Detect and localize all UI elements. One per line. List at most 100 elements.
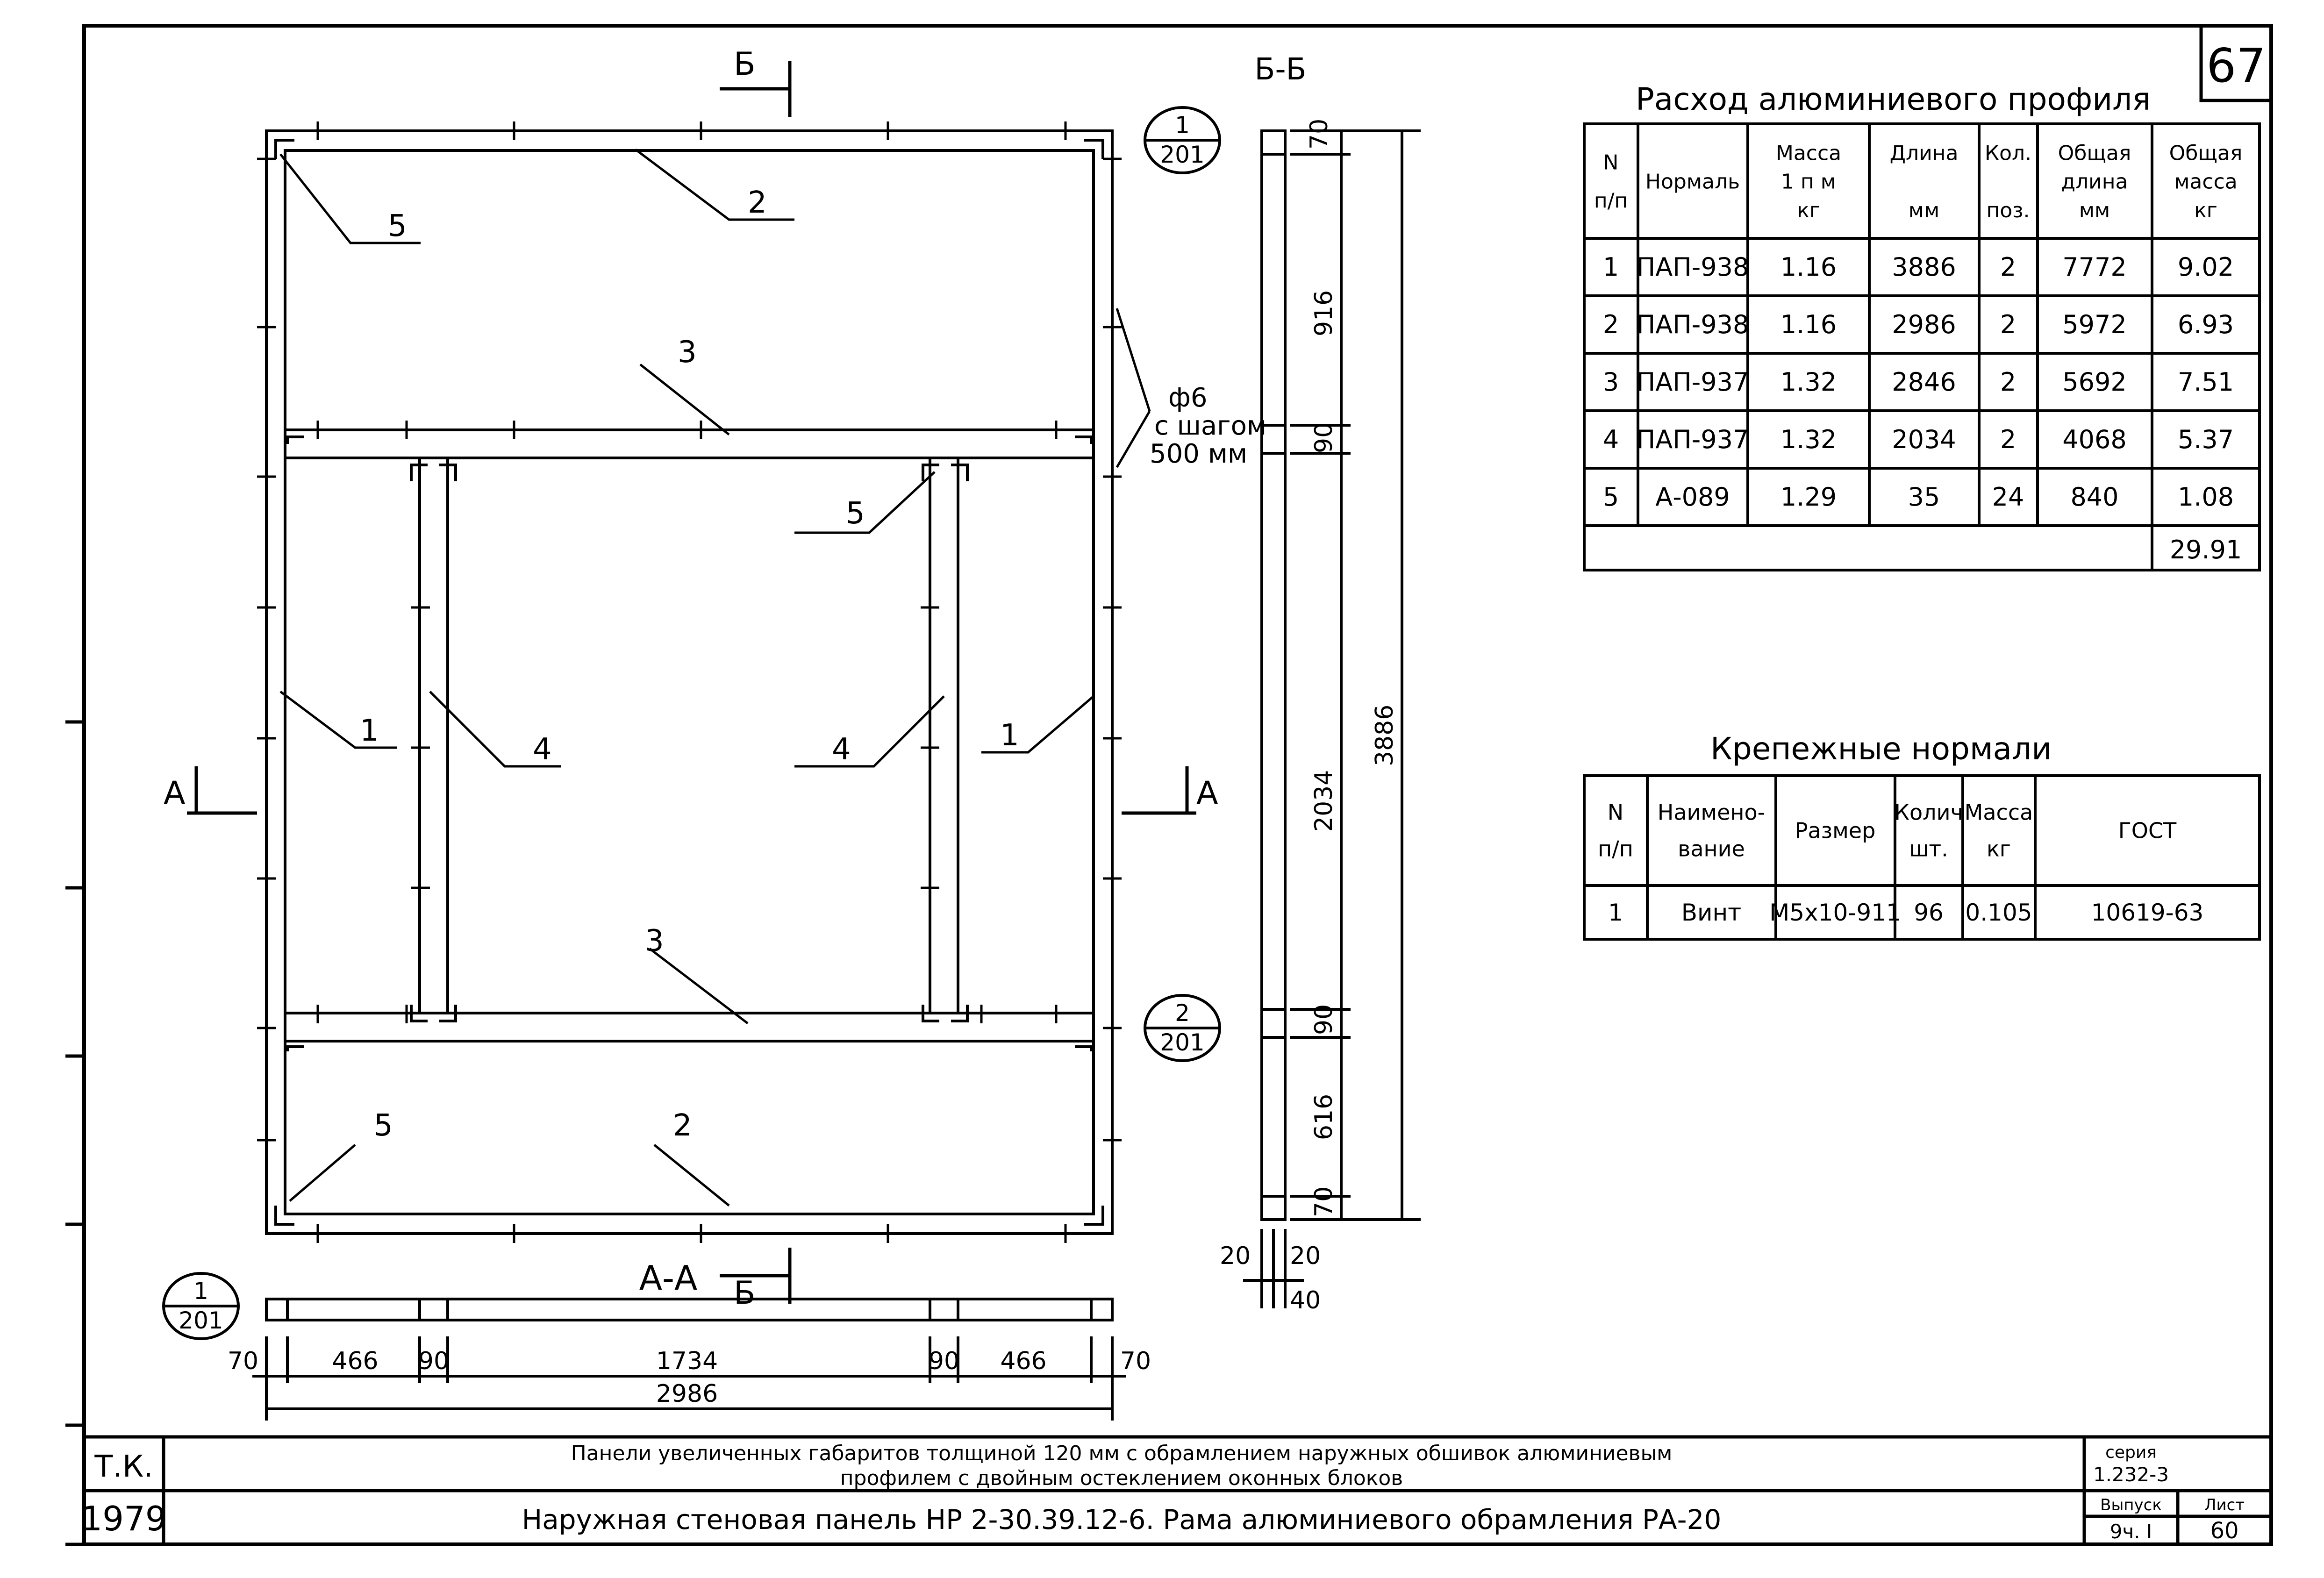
detail-2-sheet: 201 bbox=[1160, 1029, 1204, 1056]
dim-profile-20b: 20 bbox=[1290, 1242, 1321, 1270]
fastener-cell: 10619-63 bbox=[2091, 899, 2204, 926]
year-label: 1979 bbox=[81, 1499, 166, 1538]
dim-v-70-bottom: 70 bbox=[1310, 1186, 1338, 1217]
fastener-table bbox=[1583, 774, 2261, 941]
dim-h-466-right: 466 bbox=[1000, 1347, 1046, 1375]
profile-header-cell: 1 п м bbox=[1781, 170, 1836, 194]
callout-4-right: 4 bbox=[832, 732, 851, 767]
callout-1-left: 1 bbox=[360, 714, 379, 748]
profile-header-cell: Нормаль bbox=[1645, 170, 1740, 194]
profile-header-cell: кг bbox=[1797, 199, 1820, 222]
profile-cell: 2986 bbox=[1892, 310, 1956, 339]
profile-cell: 1.16 bbox=[1781, 252, 1837, 282]
profile-cell: 2 bbox=[1603, 310, 1619, 339]
profile-cell: 2 bbox=[2000, 367, 2016, 397]
profile-cell: 6.93 bbox=[2178, 310, 2234, 339]
profile-cell: 7772 bbox=[2062, 252, 2126, 282]
hole-note: ф6 bbox=[1168, 383, 1208, 413]
fastener-table-title: Крепежные нормали bbox=[1710, 731, 2052, 767]
dim-h-70-left: 70 bbox=[228, 1347, 258, 1375]
dim-h-466-left: 466 bbox=[332, 1347, 378, 1375]
dim-v-90-bottom: 90 bbox=[1310, 1004, 1338, 1035]
profile-total: 29.91 bbox=[2170, 535, 2242, 564]
profile-cell: 2 bbox=[2000, 310, 2016, 339]
fastener-cell: 96 bbox=[1914, 899, 1944, 926]
profile-header-cell: N bbox=[1603, 151, 1619, 175]
fastener-cell: Винт bbox=[1681, 899, 1742, 926]
callout-2-bottom: 2 bbox=[673, 1108, 692, 1143]
tk-label: Т.К. bbox=[94, 1449, 153, 1484]
sheet-number: 67 bbox=[2206, 38, 2266, 93]
callout-4-left: 4 bbox=[533, 732, 552, 767]
fastener-cell: 0.105 bbox=[1965, 899, 2032, 926]
dim-v-2034: 2034 bbox=[1310, 770, 1338, 832]
detail-2-num: 2 bbox=[1175, 1000, 1190, 1027]
profile-header-cell: Длина bbox=[1890, 141, 1959, 165]
profile-header-cell: длина bbox=[2061, 170, 2128, 194]
title-line-1: Панели увеличенных габаритов толщиной 12… bbox=[571, 1442, 1673, 1465]
profile-cell: 1.32 bbox=[1781, 367, 1837, 397]
fastener-header-cell: Размер bbox=[1795, 818, 1876, 843]
profile-cell: 1.16 bbox=[1781, 310, 1837, 339]
section-bb bbox=[1243, 129, 1421, 1308]
dim-profile-20a: 20 bbox=[1220, 1242, 1251, 1270]
section-aa-label: А-А bbox=[639, 1258, 698, 1298]
step-note-1: с шагом bbox=[1154, 411, 1266, 441]
profile-header-cell: поз. bbox=[1986, 199, 2030, 222]
dim-h-70-right: 70 bbox=[1120, 1347, 1151, 1375]
dim-v-total: 3886 bbox=[1371, 705, 1399, 766]
profile-cell: ПАП-938 bbox=[1637, 310, 1749, 339]
profile-header-cell: мм bbox=[2079, 199, 2110, 222]
fastener-table-text: Nп/пНаимено-ваниеРазмерКоличшт.МассакгГО… bbox=[1598, 800, 2203, 926]
sheet-label: Лист bbox=[2204, 1496, 2245, 1514]
profile-cell: 1 bbox=[1603, 252, 1619, 282]
profile-cell: 24 bbox=[1992, 482, 2024, 512]
profile-cell: 3 bbox=[1603, 367, 1619, 397]
section-aa bbox=[252, 1298, 1126, 1421]
profile-cell: 1.32 bbox=[1781, 425, 1837, 454]
fastener-header-cell: ГОСТ bbox=[2118, 818, 2177, 843]
section-bb-label: Б-Б bbox=[1255, 52, 1307, 87]
callout-2-top: 2 bbox=[748, 186, 767, 220]
callout-5-mid: 5 bbox=[846, 496, 865, 531]
profile-cell: А-089 bbox=[1655, 482, 1730, 512]
detail-3-num: 1 bbox=[193, 1278, 208, 1305]
fastener-header-cell: Масса bbox=[1965, 800, 2033, 825]
sheet-title: Наружная стеновая панель НР 2-30.39.12-6… bbox=[522, 1504, 1722, 1535]
profile-cell: 2846 bbox=[1892, 367, 1956, 397]
profile-cell: ПАП-938 bbox=[1637, 252, 1749, 282]
step-note-2: 500 мм bbox=[1150, 439, 1247, 469]
callout-3-top: 3 bbox=[678, 335, 697, 370]
title-block bbox=[82, 1435, 2273, 1546]
dim-h-90-left: 90 bbox=[418, 1347, 449, 1375]
issue-value: 9ч. I bbox=[2110, 1520, 2152, 1543]
series-label: серия bbox=[2105, 1443, 2157, 1462]
fastener-header-cell: кг bbox=[1987, 836, 2011, 862]
profile-table bbox=[1583, 122, 2261, 571]
profile-header-cell: мм bbox=[1909, 199, 1939, 222]
profile-cell: 2034 bbox=[1892, 425, 1956, 454]
frame-elevation bbox=[265, 129, 1114, 1235]
dim-profile-40: 40 bbox=[1290, 1286, 1321, 1314]
fastener-header-cell: Наимено- bbox=[1658, 800, 1766, 825]
profile-cell: 1.08 bbox=[2178, 482, 2234, 512]
dim-v-916: 916 bbox=[1310, 290, 1338, 336]
profile-cell: 840 bbox=[2070, 482, 2118, 512]
dim-v-70-top: 70 bbox=[1305, 119, 1333, 150]
profile-header-cell: Общая bbox=[2169, 141, 2243, 165]
profile-header-cell: Кол. bbox=[1985, 141, 2031, 165]
cut-a-left: А bbox=[164, 775, 186, 812]
profile-cell: 4068 bbox=[2062, 425, 2126, 454]
issue-label: Выпуск bbox=[2100, 1496, 2162, 1514]
profile-cell: 7.51 bbox=[2178, 367, 2234, 397]
profile-cell: 5 bbox=[1603, 482, 1619, 512]
fastener-header-cell: п/п bbox=[1598, 836, 1633, 862]
cut-a-right: А bbox=[1196, 775, 1218, 812]
profile-cell: 4 bbox=[1603, 425, 1619, 454]
profile-cell: 1.29 bbox=[1781, 482, 1837, 512]
fastener-header-cell: N bbox=[1608, 800, 1623, 825]
cut-b-top: Б bbox=[734, 46, 756, 83]
profile-header-cell: масса bbox=[2174, 170, 2238, 194]
callout-5-bottom: 5 bbox=[374, 1108, 393, 1143]
